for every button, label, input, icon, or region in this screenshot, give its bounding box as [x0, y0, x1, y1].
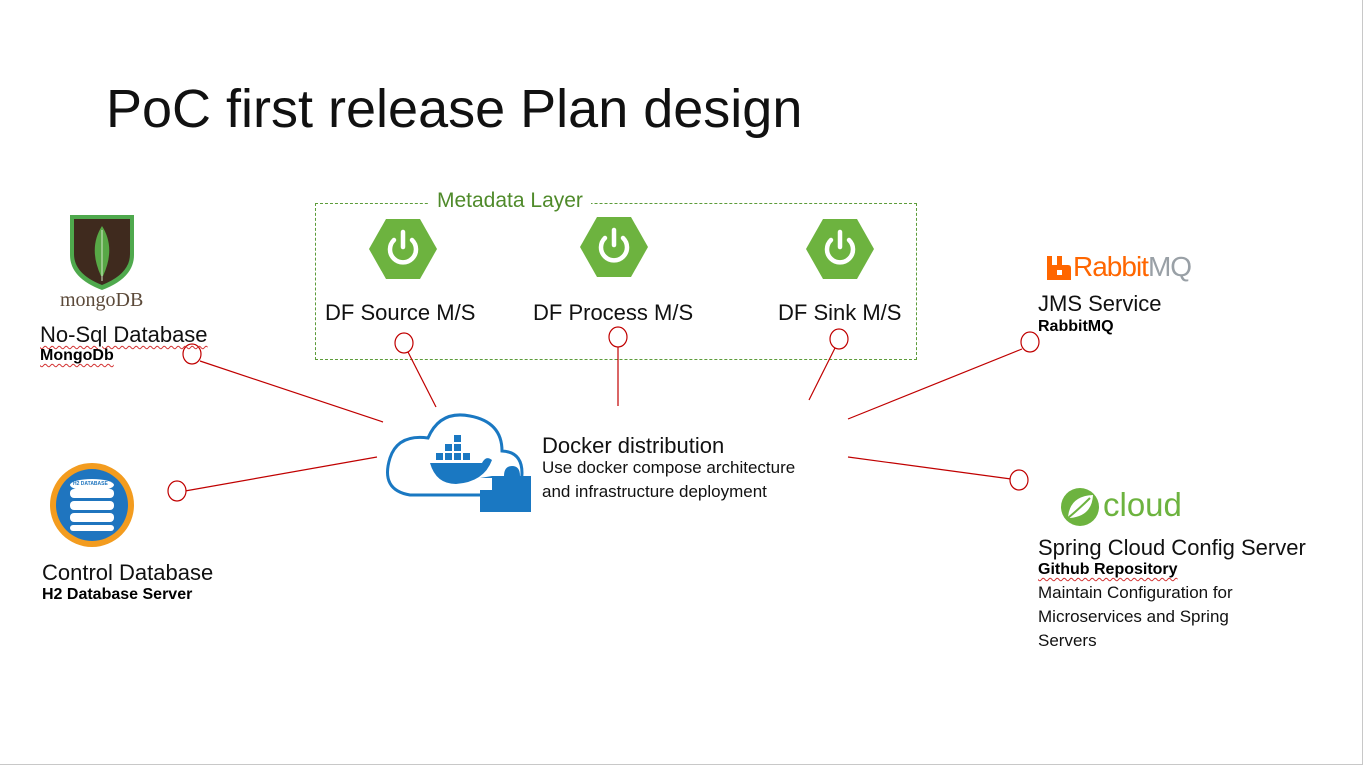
nosql-database-label-text: No-Sql Database	[40, 322, 208, 347]
spring-cloud-desc-line3: Servers	[1038, 631, 1097, 650]
docker-cloud-icon	[386, 413, 531, 512]
df-source-label: DF Source M/S	[325, 300, 476, 325]
docker-distribution-label: Docker distribution	[542, 433, 725, 458]
connector-lines	[184, 347, 1023, 492]
control-database-label: Control Database	[42, 560, 214, 585]
mongodb-sublabel-text: MongoDb	[40, 347, 114, 364]
nosql-database-label: No-Sql Database	[40, 322, 208, 348]
rabbitmq-sublabel: RabbitMQ	[1038, 318, 1114, 335]
github-repository-sublabel-text: Github Repository	[1038, 561, 1178, 578]
df-sink-label: DF Sink M/S	[778, 300, 902, 325]
rabbitmq-logo-text-b: MQ	[1147, 251, 1192, 282]
h2-sublabel: H2 Database Server	[42, 586, 193, 603]
github-repository-sublabel: Github Repository	[1038, 561, 1178, 579]
mongodb-logo-text: mongoDB	[60, 289, 144, 311]
rabbitmq-logo-text-a: Rabbit	[1073, 251, 1149, 282]
metadata-layer-box	[315, 203, 917, 360]
metadata-layer-label: Metadata Layer	[429, 189, 591, 213]
docker-desc-line1: Use docker compose architecture	[542, 458, 796, 477]
spring-cloud-leaf-icon	[1061, 488, 1099, 526]
mongodb-sublabel: MongoDb	[40, 347, 114, 365]
h2-database-icon	[50, 463, 134, 547]
jms-service-label: JMS Service	[1038, 291, 1162, 316]
spring-cloud-desc-line2: Microservices and Spring	[1038, 607, 1229, 626]
spring-power-icon	[369, 219, 437, 279]
mongodb-leaf-icon	[70, 215, 134, 290]
spring-cloud-desc-line1: Maintain Configuration for	[1038, 583, 1233, 602]
rabbitmq-logo-text: RabbitMQ	[1073, 251, 1192, 283]
slide-title: PoC first release Plan design	[106, 79, 803, 139]
spring-power-icon	[806, 219, 874, 279]
df-process-label: DF Process M/S	[533, 300, 694, 325]
connector-endpoints	[167, 326, 1040, 502]
h2-logo-text: H2 DATABASE	[73, 481, 108, 487]
spring-cloud-logo-text: cloud	[1103, 486, 1182, 523]
docker-desc-line2: and infrastructure deployment	[542, 482, 767, 501]
rabbitmq-logo-icon	[1047, 256, 1071, 280]
spring-cloud-config-label: Spring Cloud Config Server	[1038, 535, 1306, 560]
spring-power-icon	[580, 217, 648, 277]
